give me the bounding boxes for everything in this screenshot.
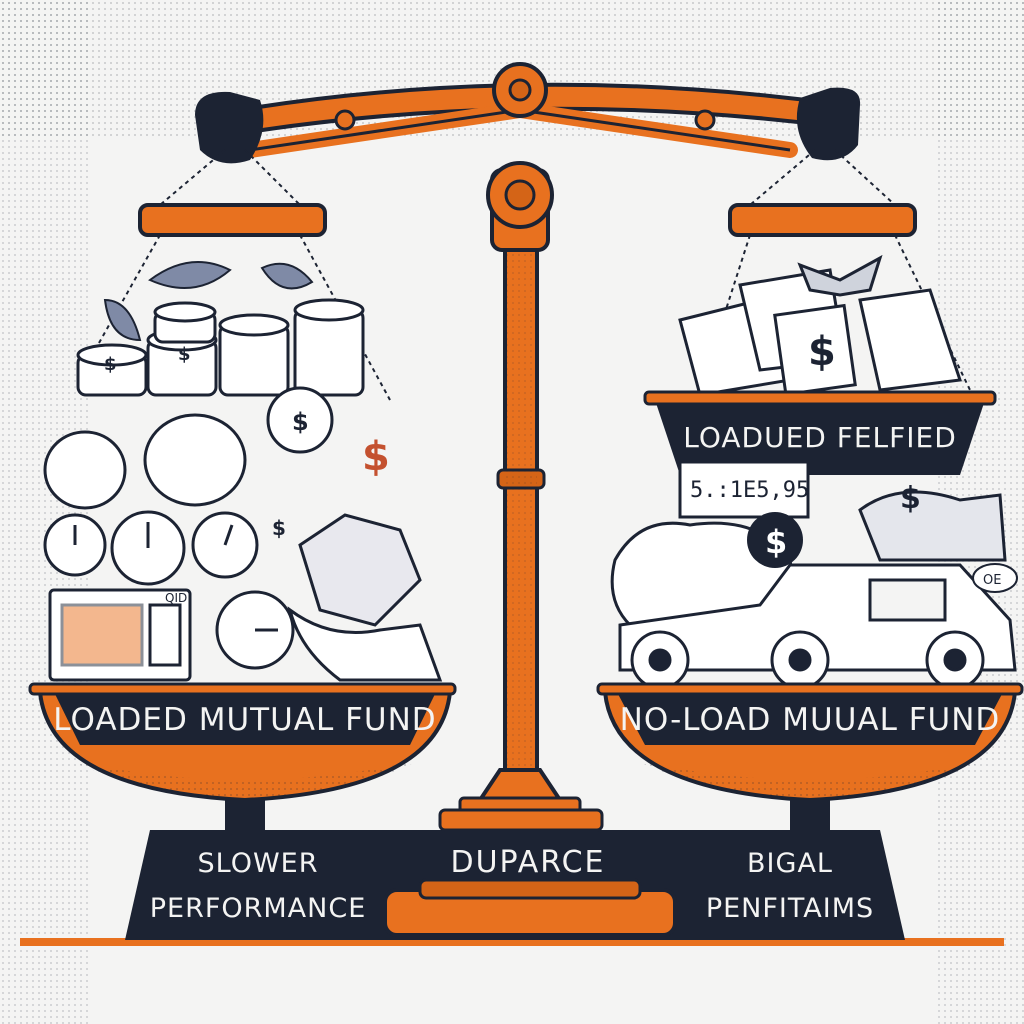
upper-tray-label: LOADUED FELFIED [683, 421, 957, 454]
right-pan [596, 682, 1024, 830]
diamond-icon [298, 513, 422, 627]
dollar-icon: $ $ $ $ $ [104, 344, 390, 540]
bow-icon [797, 254, 883, 297]
svg-text:$: $ [292, 408, 309, 436]
leaf-icon [148, 261, 232, 289]
hanger-right [699, 149, 971, 391]
car-icon [618, 563, 1017, 690]
svg-text:$: $ [272, 516, 286, 540]
dollar-coin [747, 512, 803, 568]
price-tag-text: OE [983, 573, 1001, 588]
ground-line [20, 938, 1004, 946]
register-text: QID [165, 591, 187, 605]
base-center-text: DUPARCE [450, 845, 605, 880]
base-right-line1: BIGAL [747, 848, 833, 879]
banknote-icon [678, 268, 963, 397]
leaf-icon [103, 298, 142, 342]
svg-text:$: $ [362, 434, 390, 480]
price-tag-icon [972, 563, 1018, 593]
money-bag-icon [43, 386, 334, 510]
upper-tray [655, 400, 985, 475]
left-pan [28, 682, 457, 830]
coin-stack-icon [76, 298, 365, 397]
hanger-left [94, 149, 391, 401]
price-display-icon [678, 460, 810, 519]
right-pan-label: NO-LOAD MUUAL FUND [620, 702, 1001, 738]
hand-icon [287, 606, 443, 682]
leaf-icon [260, 262, 314, 290]
svg-text:$: $ [900, 481, 921, 516]
right-pan-items: $ [643, 254, 997, 475]
clock-icon [43, 510, 295, 670]
dollar-icon: $ [808, 329, 836, 375]
base-right-line2: PENFITAIMS [706, 893, 874, 924]
right-pan-lower-items: $ $ [610, 460, 1018, 690]
left-pan-items: QID $ $ $ $ $ [43, 261, 443, 682]
stipple-left [0, 0, 90, 1024]
base-left-line1: SLOWER [198, 848, 319, 879]
svg-text:$: $ [765, 523, 787, 561]
cash-register-icon [48, 588, 192, 682]
scale-post [438, 168, 604, 832]
base-left-line2: PERFORMANCE [150, 893, 367, 924]
price-display-text: 5.:1E5,95 [690, 478, 809, 503]
svg-text:$: $ [178, 344, 191, 365]
scale-base [125, 830, 905, 940]
left-pan-label: LOADED MUTUAL FUND [53, 702, 436, 738]
svg-text:$: $ [104, 354, 117, 375]
money-bag-icon [858, 490, 1007, 562]
scale-beam [195, 62, 861, 229]
